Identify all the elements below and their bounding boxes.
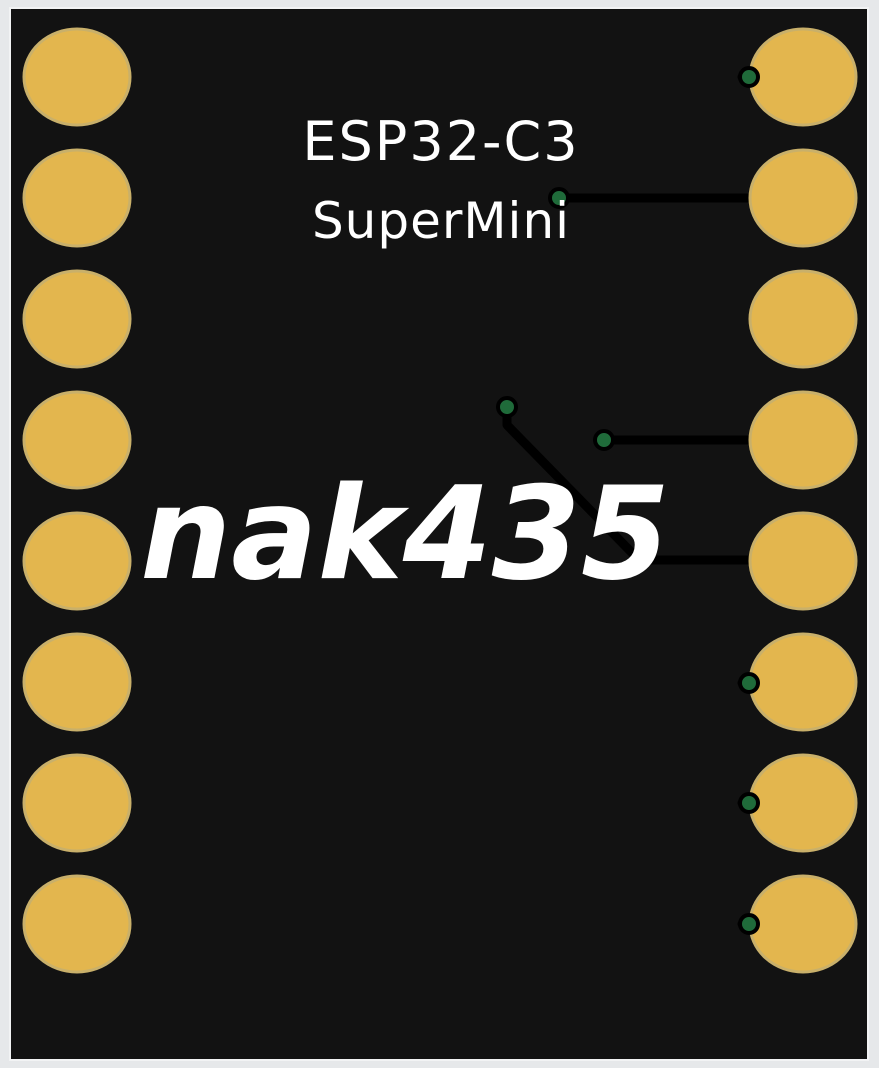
- left-pad-8: [22, 874, 132, 974]
- left-pad-6: [22, 632, 132, 732]
- right-pad-6: [748, 632, 858, 732]
- left-pad-4: [22, 390, 132, 490]
- right-pad-4: [748, 390, 858, 490]
- right-pad-8: [748, 874, 858, 974]
- left-pad-7: [22, 753, 132, 853]
- left-pad-3: [22, 269, 132, 369]
- right-pad-2: [748, 148, 858, 248]
- via-5: [738, 672, 760, 694]
- left-pad-2: [22, 148, 132, 248]
- via-4: [593, 429, 615, 451]
- right-pad-1: [748, 27, 858, 127]
- right-pad-3: [748, 269, 858, 369]
- right-pad-5: [748, 511, 858, 611]
- via-2: [548, 187, 570, 209]
- left-pad-1: [22, 27, 132, 127]
- via-3: [496, 396, 518, 418]
- vias: [496, 66, 760, 935]
- right-pad-7: [748, 753, 858, 853]
- via-7: [738, 913, 760, 935]
- module-name-line1: ESP32-C3: [302, 110, 579, 173]
- right-pad-row: [748, 27, 858, 974]
- via-1: [738, 66, 760, 88]
- via-6: [738, 792, 760, 814]
- left-pad-5: [22, 511, 132, 611]
- module-name-line2: SuperMini: [312, 192, 570, 250]
- left-pad-row: [22, 27, 132, 974]
- signature-logo: nak435: [140, 460, 670, 609]
- pcb-board: [11, 9, 867, 1059]
